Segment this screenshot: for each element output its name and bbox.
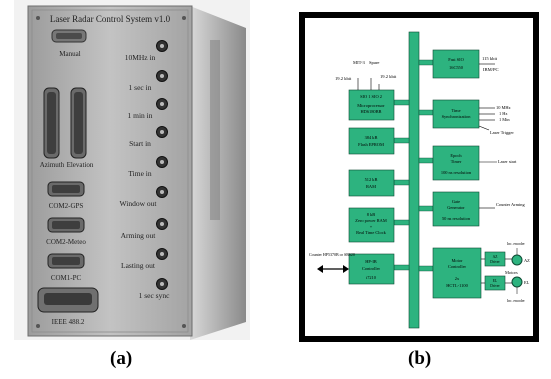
label-arming-out: Arming out — [121, 231, 157, 240]
label-rate3: 115 kbit — [482, 56, 498, 61]
eldrv-name: EL — [493, 279, 497, 283]
azimuth-connector — [43, 87, 60, 159]
com1-pc-connector — [47, 253, 85, 269]
label-window-out: Window out — [120, 199, 158, 208]
epoch-resolution: 100 ns resolution — [441, 170, 472, 175]
label-az: AZ — [524, 258, 530, 263]
block-time-sync — [432, 99, 480, 129]
fastsio-part: 16C550 — [449, 65, 464, 70]
label-rate1: 19.2 kbit — [335, 76, 352, 81]
label-spare: Spare — [369, 60, 379, 65]
label-lasting-out: Lasting out — [121, 261, 156, 270]
label-10mhz: 10 MHz — [496, 105, 511, 110]
flash-size: 384 kB — [365, 135, 378, 140]
cpu-sio-label: SIO 1 SIO 2 — [360, 94, 382, 99]
caption-a: (a) — [110, 348, 133, 369]
zpram-name: Zero power RAM — [355, 218, 387, 223]
label-1min-in: 1 min in — [127, 111, 152, 120]
cpu-part: HD6180BB — [361, 109, 382, 114]
eldrv-name2: Driver — [490, 284, 500, 288]
label-counter-hp: Counter HP5370B or SR620 — [309, 252, 355, 257]
block-microprocessor — [348, 89, 395, 121]
hpib-name: HP-IB — [365, 259, 377, 264]
azdrv-name2: Driver — [490, 260, 500, 264]
block-diagram: MIT-3 Spare 19.2 kbit 19.2 kbit 115 kbit… — [299, 12, 539, 342]
control-unit-photo: Laser Radar Control System v1.0 Manual A… — [14, 0, 250, 340]
block-motor-controller — [432, 247, 482, 299]
gate-name2: Generator — [447, 205, 465, 210]
motor-count: 2x — [455, 276, 460, 281]
block-epoch-timer — [432, 145, 480, 181]
timesync-name2: Synchronization — [442, 114, 472, 119]
label-mit3: MIT-3 — [353, 60, 366, 65]
label-1sec-in: 1 sec in — [129, 83, 152, 92]
label-com2-meteo: COM2-Meteo — [46, 238, 86, 246]
label-manual: Manual — [59, 50, 80, 58]
label-laser-trigger: Laser Trigger — [490, 130, 514, 135]
block-hpib-controller — [348, 253, 395, 285]
com2-gps-connector — [47, 181, 85, 197]
label-azimuth: Azimuth — [40, 161, 65, 169]
ram-name: RAM — [366, 184, 376, 189]
label-10mhz-in: 10MHz in — [125, 53, 156, 62]
epoch-name2: Timer — [451, 159, 462, 164]
label-1sec-sync: 1 sec sync — [139, 291, 170, 300]
label-1min: 1 Min — [499, 117, 510, 122]
gate-name: Gate — [452, 199, 460, 204]
label-motors: Motors — [505, 270, 518, 275]
label-start-in: Start in — [129, 139, 151, 148]
label-laser-start: Laser start — [498, 159, 517, 164]
label-encoder-bottom: Inc. encoder — [507, 299, 526, 303]
label-ibmpc: IBM/PC — [483, 67, 499, 72]
com2-meteo-connector — [47, 217, 85, 233]
block-ram — [348, 169, 395, 197]
label-com1-pc: COM1-PC — [51, 274, 82, 282]
epoch-name: Epoch — [450, 153, 462, 158]
block-flash-eprom — [348, 127, 395, 155]
hpib-bus-arrow — [317, 265, 349, 273]
motor-part: HCTL-1100 — [446, 283, 468, 288]
block-gate-generator — [432, 191, 480, 227]
zpram-rtc: Real Time Clock — [356, 230, 387, 235]
zpram-size: 8 kB — [367, 212, 375, 217]
label-encoder-top: Inc. encoder — [507, 242, 526, 246]
label-com2-gps: COM2-GPS — [49, 202, 84, 210]
label-time-in: Time in — [128, 169, 152, 178]
label-ieee-488: IEEE 488.2 — [52, 318, 85, 326]
az-motor — [511, 254, 523, 266]
gate-resolution: 50 ns resolution — [442, 216, 471, 221]
caption-b: (b) — [408, 348, 432, 369]
elevation-connector — [70, 87, 87, 159]
el-motor — [511, 276, 523, 288]
cpu-name: Microprocessor — [357, 103, 385, 108]
system-bus — [408, 31, 420, 329]
ram-size: 512 kB — [365, 177, 378, 182]
fastsio-name: Fast SIO — [448, 57, 464, 62]
timesync-name: Time — [451, 108, 460, 113]
motor-name: Motor — [452, 258, 464, 263]
label-el: EL — [524, 280, 530, 285]
hpib-ctrl: Controller — [362, 266, 381, 271]
bus-connections — [393, 59, 434, 272]
hpib-part: i7210 — [366, 275, 377, 280]
label-1hz: 1 Hz — [499, 111, 507, 116]
panel-title: Laser Radar Control System v1.0 — [50, 14, 171, 24]
label-counter-arming: Counter Arming — [496, 202, 525, 207]
flash-name: Flash EPROM — [358, 142, 384, 147]
block-zero-power-ram — [348, 207, 395, 243]
zpram-plus: + — [370, 224, 373, 229]
label-rate2: 19.2 kbit — [380, 74, 397, 79]
motor-name2: Controller — [448, 264, 467, 269]
block-fast-sio — [432, 49, 480, 79]
label-elevation: Elevation — [67, 161, 94, 169]
azdrv-name: AZ — [493, 255, 498, 259]
ieee-488-connector — [37, 287, 99, 313]
